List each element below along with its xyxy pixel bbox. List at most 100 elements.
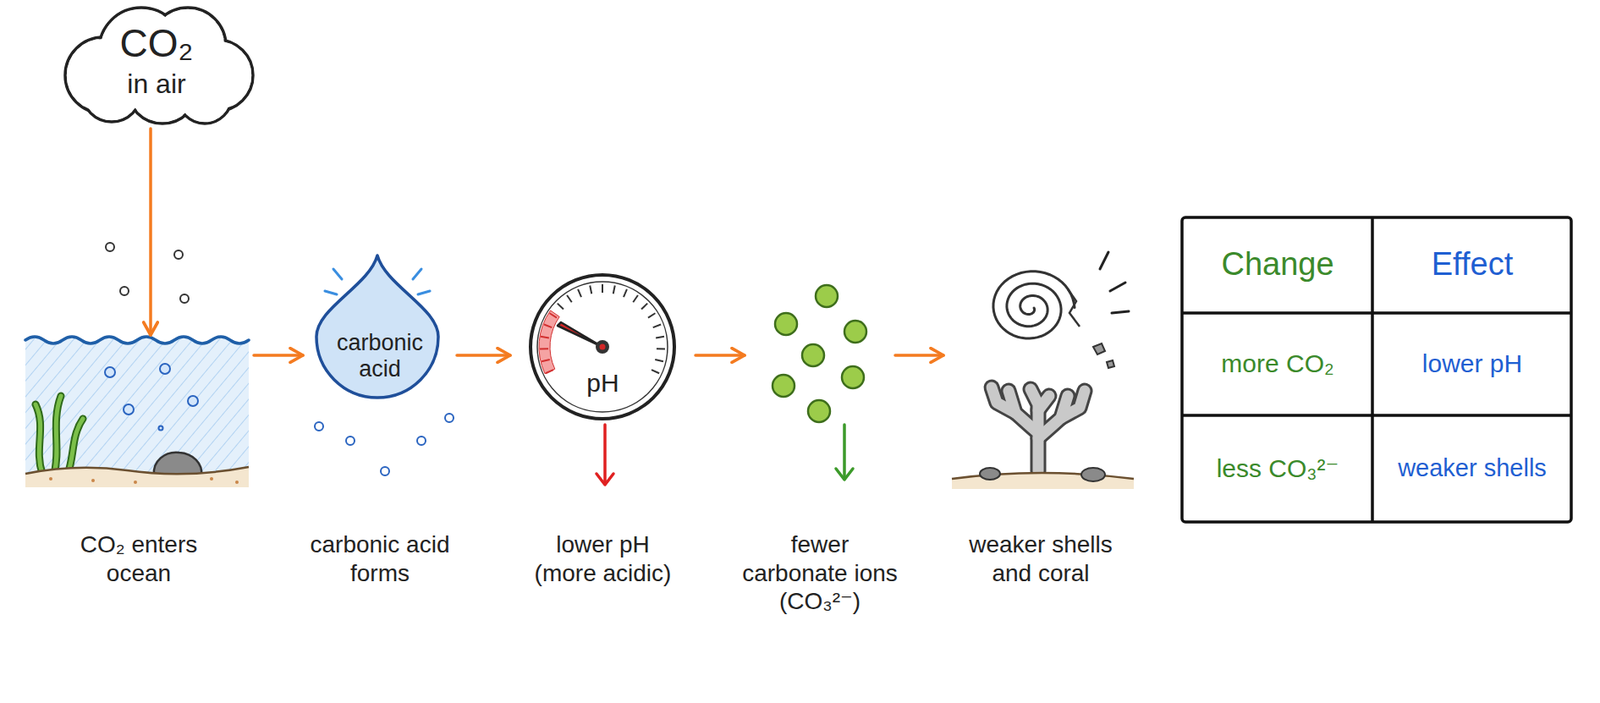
water-bubbles [123, 404, 134, 415]
stage-caption: carbonic acid forms [310, 530, 451, 588]
ocean-water [25, 336, 249, 474]
ocean-water [25, 336, 249, 474]
sea-floor [25, 467, 249, 474]
stage-caption: weaker shells and coral [956, 530, 1126, 588]
seaweed [54, 395, 61, 474]
gauge-face [545, 369, 554, 374]
shell [983, 265, 1080, 351]
acid-sparkles [333, 269, 342, 280]
gauge-outline [530, 274, 675, 419]
gauge-face [601, 284, 604, 293]
coral [991, 387, 1016, 413]
gauge-text: pH [569, 368, 638, 397]
shell [1067, 289, 1080, 327]
down-arrow-green [842, 424, 847, 479]
carbonate-ions [772, 285, 867, 423]
air-bubbles [174, 250, 183, 259]
coral [1038, 395, 1050, 411]
coral-floor [951, 472, 1134, 490]
gauge-face [541, 359, 550, 362]
seaweed [67, 418, 83, 474]
drop-text: carbonic acid [327, 329, 433, 383]
gauge-face [544, 324, 552, 328]
gauge-face [549, 313, 557, 318]
gauge-face [654, 359, 664, 362]
air-bubbles [120, 286, 129, 296]
acid-bubbles [417, 436, 426, 446]
coral [991, 387, 1085, 472]
table-header: Change [1220, 246, 1334, 284]
gauge-face [539, 347, 549, 350]
gauge-face [632, 295, 638, 303]
gauge-needle [557, 322, 610, 354]
sea-floor [91, 478, 95, 483]
carbonate-ions [772, 374, 795, 397]
carbonate-ions [841, 366, 864, 389]
water-bubbles [187, 395, 198, 407]
gauge-outline [510, 272, 696, 424]
air-bubbles [105, 242, 115, 252]
crack-sparks [1099, 252, 1129, 314]
flow-arrow [695, 353, 745, 358]
carbonate-ions [775, 313, 798, 336]
water-bubbles [159, 426, 164, 431]
gauge-face [651, 369, 660, 374]
table-grid [1182, 217, 1572, 523]
gauge-face [566, 295, 572, 303]
gauge-face [655, 336, 665, 339]
stage-caption: CO₂ enters ocean [62, 530, 215, 588]
acid-bubbles [445, 413, 454, 423]
flow-arrow [253, 353, 303, 358]
down-arrow-red [603, 424, 607, 484]
sea-floor [25, 467, 249, 488]
gauge-needle [557, 322, 603, 347]
crack-sparks [1099, 252, 1109, 270]
sea-floor [25, 467, 249, 488]
ocean-water [25, 336, 249, 344]
sea-floor [235, 480, 239, 484]
table-grid [1182, 413, 1572, 418]
coral-floor [979, 467, 1001, 480]
seaweed [35, 404, 43, 474]
coral [991, 387, 1085, 472]
water-bubbles [104, 363, 198, 431]
acid-sparkles [412, 269, 422, 280]
rock [153, 452, 202, 476]
gauge-needle [595, 340, 610, 354]
sea-floor [133, 480, 138, 484]
rock [153, 452, 202, 476]
sea-floor [49, 477, 53, 481]
table-cell: less CO₃²⁻ [1216, 454, 1340, 484]
water-bubbles [104, 367, 116, 378]
gauge-needle [599, 344, 606, 351]
gauge-face [530, 274, 675, 419]
gauge-face [656, 347, 666, 350]
shell-fragments [1093, 343, 1115, 369]
sea-floor [49, 477, 239, 484]
water-bubbles [159, 363, 171, 374]
gauge-face [613, 285, 616, 294]
down-arrow-green [835, 424, 853, 480]
gauge-face [537, 281, 668, 413]
acid-bubbles [314, 413, 454, 476]
acid-bubbles [314, 422, 324, 431]
acid-sparkles [324, 291, 337, 295]
gauge-face [641, 303, 648, 310]
table-header: Effect [1431, 246, 1513, 284]
gauge-face [577, 289, 582, 297]
ocean-panel: CO₂ enters ocean [23, 335, 254, 495]
shell-fragments [1093, 343, 1106, 355]
gauge-face [623, 289, 627, 297]
shell-coral: weaker shells and coral [943, 236, 1139, 495]
coral [991, 387, 1085, 472]
gauge-face [538, 310, 560, 374]
cloud-text: CO₂ [71, 21, 242, 66]
shell [983, 265, 1078, 351]
seaweed [35, 395, 83, 474]
acid-sparkles [417, 291, 430, 295]
flow-arrow [148, 128, 153, 336]
sea-floor [209, 477, 214, 481]
seaweed [54, 395, 61, 474]
gauge-face [530, 274, 675, 419]
drop-outline [316, 255, 439, 398]
